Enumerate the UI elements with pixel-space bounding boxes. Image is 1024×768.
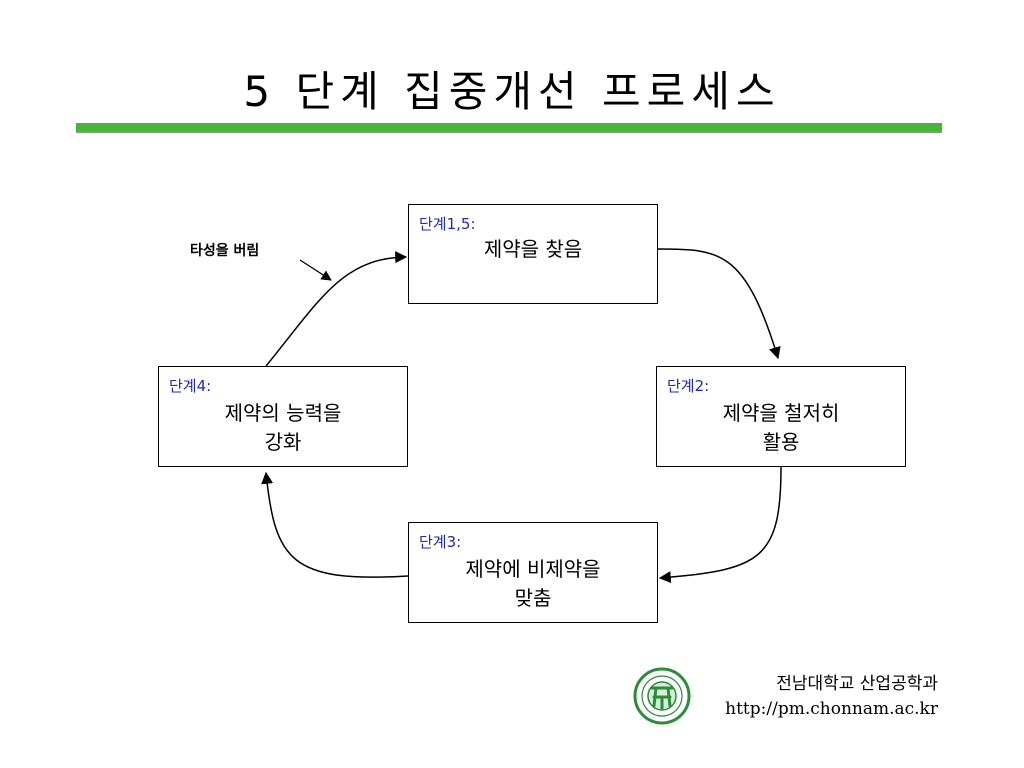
step-description-line: 활용 (762, 430, 800, 454)
step-description: 제약의 능력을 강화 (159, 399, 407, 457)
website-url: http://pm.chonnam.ac.kr (725, 699, 938, 719)
title-divider (76, 123, 942, 131)
step-label: 단계3: (419, 533, 462, 551)
arrow-step1-to-step2 (657, 248, 781, 360)
callout-pointer (299, 259, 332, 281)
step-description: 제약에 비제약을 맞춤 (409, 555, 657, 613)
step-description: 제약을 찾음 (409, 235, 657, 264)
step-label: 단계1,5: (419, 215, 476, 233)
step-description-line: 맞춤 (514, 586, 552, 610)
callout-label: 타성을 버림 (190, 243, 260, 259)
step-label: 단계4: (169, 377, 212, 395)
university-logo-icon (633, 667, 691, 725)
step-3-box: 단계3: 제약에 비제약을 맞춤 (408, 522, 658, 623)
page-title: 5 단계 집중개선 프로세스 (243, 67, 781, 116)
department-name: 전남대학교 산업공학과 (776, 674, 938, 694)
step-description-line: 제약의 능력을 (224, 401, 342, 425)
step-description-line: 강화 (264, 430, 302, 454)
step-description: 제약을 철저히 활용 (657, 399, 905, 457)
footer-credit: 전남대학교 산업공학과 http://pm.chonnam.ac.kr (725, 672, 938, 722)
step-description-line: 제약에 비제약을 (465, 557, 601, 581)
step-description-line: 제약을 철저히 (722, 401, 840, 425)
step-label: 단계2: (667, 377, 710, 395)
arrow-step4-to-step1 (265, 251, 408, 367)
arrow-step2-to-step3 (658, 466, 782, 584)
step-4-box: 단계4: 제약의 능력을 강화 (158, 366, 408, 467)
step-description-line: 제약을 찾음 (483, 237, 583, 261)
step-2-box: 단계2: 제약을 철저히 활용 (656, 366, 906, 467)
step-1-5-box: 단계1,5: 제약을 찾음 (408, 204, 658, 304)
arrow-step3-to-step4 (261, 471, 409, 578)
